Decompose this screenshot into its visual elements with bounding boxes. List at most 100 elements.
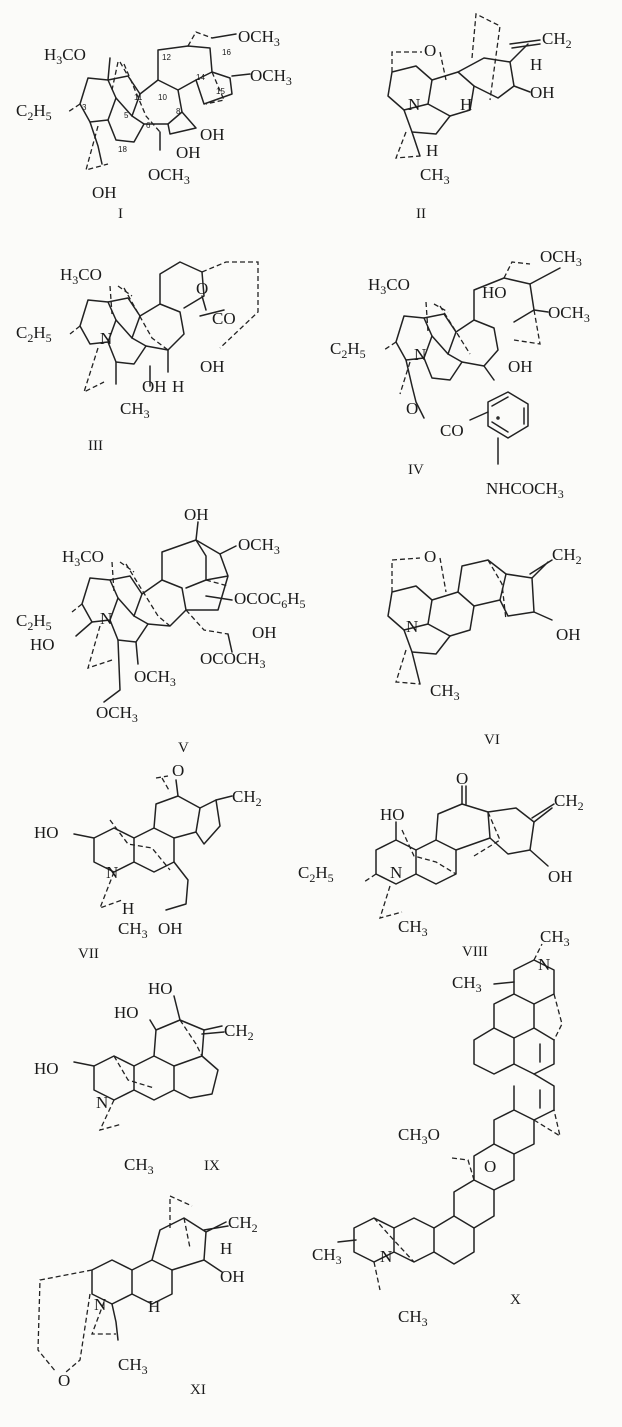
label-H3CO: H3CO [44, 45, 86, 67]
label-OCOC6H5: OCOC6H5 [234, 589, 306, 611]
structure-V: OH OCH3 H3CO OCOC6H5 C2H5 N OH HO OCOCH3… [16, 505, 306, 756]
label-H-16: H [530, 55, 542, 74]
roman-I: I [118, 206, 123, 222]
label-C2H5: C2H5 [16, 611, 52, 633]
label-H-5: H [426, 141, 438, 160]
label-O: O [456, 769, 468, 788]
label-CH3: CH3 [120, 399, 150, 421]
label-HO: HO [30, 635, 55, 654]
position-5: 5 [124, 111, 129, 120]
label-H: H [172, 377, 184, 396]
label-OCH3-right: OCH3 [250, 66, 292, 88]
structure-VI: O CH2 N OH CH3 VI [387, 545, 582, 748]
structure-VII: O CH2 HO N H CH3 OH VII [34, 761, 262, 962]
label-CH2: CH2 [228, 1213, 258, 1235]
label-C2H5: C2H5 [298, 863, 334, 885]
roman-VII: VII [78, 946, 99, 962]
label-C2H5: C2H5 [330, 339, 366, 361]
label-N: N [390, 863, 402, 882]
label-H-9: H [148, 1297, 160, 1316]
label-CH3: CH3 [118, 1355, 148, 1377]
label-H3CO: H3CO [60, 265, 102, 287]
label-HO: HO [380, 805, 405, 824]
roman-IV: IV [408, 462, 424, 478]
roman-XI: XI [190, 1382, 206, 1398]
roman-VIII: VIII [462, 944, 488, 960]
roman-V: V [178, 740, 189, 756]
position-14: 14 [196, 73, 205, 82]
label-OH-7: OH [176, 143, 201, 162]
structure-I: H3CO OCH3 OCH3 C2H5 OH OH OCH3 OH 12 16 … [16, 27, 292, 222]
structure-X: CH3 N CH3 CH3O O CH3 N CH3 X [312, 927, 570, 1329]
label-H3CO: H3CO [62, 547, 104, 569]
roman-IX: IX [204, 1158, 220, 1174]
position-15: 15 [216, 87, 225, 96]
label-OH: OH [220, 1267, 245, 1286]
label-OH-right: OH [252, 623, 277, 642]
label-OH: OH [556, 625, 581, 644]
label-CH3: CH3 [124, 1155, 154, 1177]
position-10: 10 [158, 93, 167, 102]
label-O: O [484, 1157, 496, 1176]
label-N: N [414, 345, 426, 364]
label-CH3-bottom: CH3 [398, 1307, 428, 1329]
label-OCH3-lower: OCH3 [134, 667, 176, 689]
position-18: 18 [118, 145, 127, 154]
label-OCOCH3: OCOCH3 [200, 649, 266, 671]
position-12: 12 [162, 53, 171, 62]
position-8: 8 [176, 107, 181, 116]
label-N: N [94, 1295, 106, 1314]
label-N: N [406, 617, 418, 636]
roman-VI: VI [484, 732, 500, 748]
label-N: N [100, 329, 112, 348]
roman-III: III [88, 438, 103, 454]
label-CH2: CH2 [232, 787, 262, 809]
label-OH-8: OH [200, 125, 225, 144]
label-H: H [122, 899, 134, 918]
label-C2H5: C2H5 [16, 101, 52, 123]
structure-II: O CH2 H OH N H H CH3 II [387, 12, 572, 222]
label-N: N [96, 1093, 108, 1112]
label-CH3: CH3 [430, 681, 460, 703]
label-N: N [106, 863, 118, 882]
label-CH2: CH2 [224, 1021, 254, 1043]
label-CH3: CH3 [118, 919, 148, 941]
roman-X: X [510, 1292, 521, 1308]
structure-XI: CH2 H OH N H CH3 O XI [37, 1194, 258, 1398]
label-O: O [424, 41, 436, 60]
label-CO: CO [212, 309, 236, 328]
label-N: N [408, 95, 420, 114]
label-CH3: CH3 [398, 917, 428, 939]
label-HO-upper: HO [114, 1003, 139, 1022]
label-CH3-top: CH3 [540, 927, 570, 949]
label-OH: OH [530, 83, 555, 102]
label-OH: OH [158, 919, 183, 938]
structure-VIII: O CH2 HO C2H5 N OH CH3 VIII [298, 769, 584, 960]
label-CO: CO [440, 421, 464, 440]
label-NHCOCH3: NHCOCH3 [486, 479, 564, 501]
label-CH3O: CH3O [398, 1125, 440, 1147]
label-CH2: CH2 [554, 791, 584, 813]
label-H-16: H [220, 1239, 232, 1258]
position-3: 3 [82, 103, 87, 112]
label-HO: HO [34, 823, 59, 842]
label-CH3-upper: CH3 [452, 973, 482, 995]
label-CH3-left: CH3 [312, 1245, 342, 1267]
label-O: O [172, 761, 184, 780]
position-16: 16 [222, 48, 231, 57]
label-OCH3-6: OCH3 [148, 165, 190, 187]
label-OH: OH [548, 867, 573, 886]
position-11: 11 [134, 93, 143, 102]
position-6: 6 [146, 121, 151, 130]
label-C2H5: C2H5 [16, 323, 52, 345]
label-OH-18: OH [92, 183, 117, 202]
label-H3CO: H3CO [368, 275, 410, 297]
label-N: N [100, 609, 112, 628]
label-CH2: CH2 [552, 545, 582, 567]
label-HO-left: HO [34, 1059, 59, 1078]
structure-III: H3CO O CO C2H5 N OH H OH CH3 III [16, 261, 259, 454]
label-CH3: CH3 [420, 165, 450, 187]
label-CH2: CH2 [542, 29, 572, 51]
